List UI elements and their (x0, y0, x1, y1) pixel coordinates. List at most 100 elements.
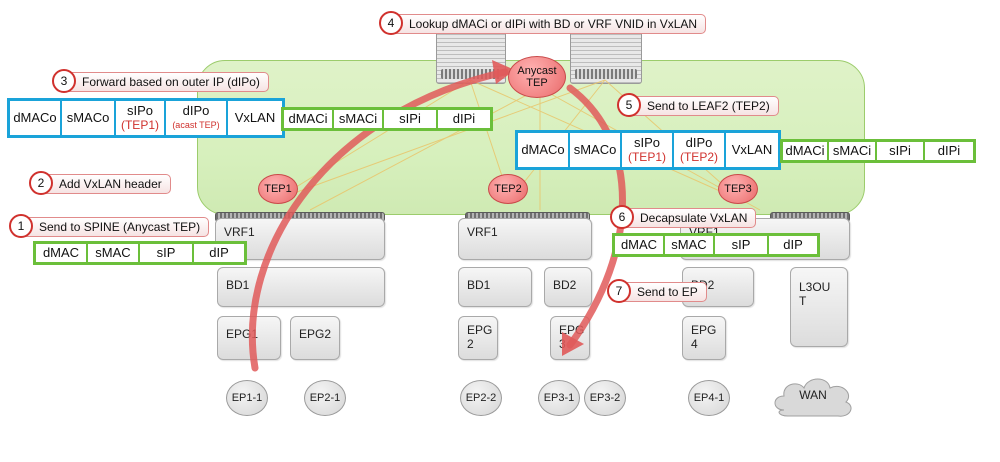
field-sublabel: (TEP2) (679, 150, 718, 164)
anycast-tep: Anycast TEP (508, 56, 566, 98)
leaf3-epg4: EPG 4 (682, 316, 726, 360)
bd-label: BD2 (553, 278, 577, 292)
step-number: 7 (607, 279, 631, 303)
field-vxlan: VxLAN (726, 133, 778, 167)
field-label: dMACi (288, 111, 328, 126)
field-label: dIP (209, 245, 229, 260)
field-label: dMACi (785, 143, 825, 158)
field-sipi: sIPi (877, 142, 925, 160)
endpoint-label: EP2-1 (309, 392, 341, 404)
leaf3-l3out: L3OU T (790, 267, 848, 347)
field-smaci: sMACi (334, 110, 384, 128)
spine-switch-1 (436, 30, 506, 84)
step-number: 3 (52, 69, 76, 93)
step-text: Send to SPINE (Anycast TEP) (39, 220, 201, 234)
field-label: dIP (783, 237, 803, 252)
leaf1-epg2: EPG2 (290, 316, 340, 360)
link-anycast-leaf1 (309, 87, 541, 211)
field-label: sIP (156, 245, 176, 260)
field-dipi: dIPi (438, 110, 490, 128)
field-label: VxLAN (731, 142, 773, 157)
step-text: Decapsulate VxLAN (640, 211, 748, 225)
leaf2-bd2: BD2 (544, 267, 592, 307)
field-label: sIPi (889, 143, 911, 158)
field-label: sIPo (633, 135, 660, 150)
field-sipi: sIPi (384, 110, 438, 128)
tep2: TEP2 (488, 174, 528, 204)
field-label: dIPi (452, 111, 476, 126)
field-label: sIPo (126, 103, 153, 118)
epg-label: EPG2 (299, 327, 332, 341)
original-frame-header: dMAC sMAC sIP dIP (33, 241, 247, 265)
field-dmaci: dMACi (284, 110, 334, 128)
epg-label: EPG 4 (691, 323, 717, 351)
field-vxlan: VxLAN (228, 101, 282, 135)
field-sipo: sIPo(TEP1) (622, 133, 674, 167)
field-dip: dIP (194, 244, 244, 262)
step-number: 6 (610, 205, 634, 229)
tep1: TEP1 (258, 174, 298, 204)
outer-header-step5: dMACo sMACo sIPo(TEP1) dIPo(TEP2) VxLAN (515, 130, 781, 170)
field-dmaci: dMACi (783, 142, 829, 160)
endpoint-label: EP3-1 (543, 392, 575, 404)
step-6: 6 Decapsulate VxLAN (610, 205, 757, 229)
field-label: dMACo (13, 110, 57, 125)
step-number: 1 (9, 214, 33, 238)
step-text: Lookup dMACi or dIPi with BD or VRF VNID… (409, 17, 698, 31)
wan-label: WAN (799, 388, 827, 402)
link-spine1-leaf1 (274, 79, 471, 201)
field-smaci: sMACi (829, 142, 877, 160)
field-dipi: dIPi (925, 142, 973, 160)
field-smaco: sMACo (570, 133, 622, 167)
endpoint-ep1-1: EP1-1 (226, 380, 268, 416)
field-sublabel: (TEP1) (120, 118, 159, 132)
link-spine2-leaf1 (274, 79, 606, 201)
step-1: 1 Send to SPINE (Anycast TEP) (9, 214, 210, 238)
field-dmac: dMAC (615, 236, 665, 254)
field-label: sMACi (338, 111, 378, 126)
field-label: dIPo (685, 135, 713, 150)
arrow-head-down (562, 332, 584, 356)
leaf2-bd1: BD1 (458, 267, 532, 307)
field-dmaco: dMACo (10, 101, 62, 135)
step-5: 5 Send to LEAF2 (TEP2) (617, 93, 779, 117)
step-number: 2 (29, 171, 53, 195)
path-arrow-down (566, 84, 626, 349)
bd-label: BD1 (226, 278, 250, 292)
field-label: dMAC (42, 245, 80, 260)
field-label: sMAC (671, 237, 707, 252)
endpoint-label: EP3-2 (589, 392, 621, 404)
field-smac: sMAC (88, 244, 140, 262)
step-text: Send to LEAF2 (TEP2) (647, 99, 770, 113)
tep-label: TEP1 (264, 183, 292, 195)
field-label: sIP (731, 237, 751, 252)
decap-frame-header: dMAC sMAC sIP dIP (612, 233, 820, 257)
epg-label: EPG 2 (467, 323, 493, 351)
field-label: dIPi (937, 143, 961, 158)
tep3: TEP3 (718, 174, 758, 204)
tep-label: Anycast TEP (517, 65, 557, 89)
bd-label: BD1 (467, 278, 491, 292)
step-text: Add VxLAN header (59, 177, 162, 191)
field-dmac: dMAC (36, 244, 88, 262)
inner-header-step5: dMACi sMACi sIPi dIPi (780, 139, 976, 163)
endpoint-ep3-2: EP3-2 (584, 380, 626, 416)
field-label: sIPi (399, 111, 421, 126)
step-text: Send to EP (637, 285, 698, 299)
step-2: 2 Add VxLAN header (29, 171, 171, 195)
step-number: 5 (617, 93, 641, 117)
field-dipo: dIPo(acast TEP) (166, 101, 228, 135)
endpoint-label: EP1-1 (231, 392, 263, 404)
arrow-head-up (492, 60, 515, 84)
inner-header-step3: dMACi sMACi sIPi dIPi (281, 107, 493, 131)
vrf-label: VRF1 (224, 225, 255, 239)
field-label: dMAC (620, 237, 658, 252)
leaf2-epg2: EPG 2 (458, 316, 498, 360)
field-smaco: sMACo (62, 101, 116, 135)
endpoint-ep2-2: EP2-2 (460, 380, 502, 416)
step-7: 7 Send to EP (607, 279, 707, 303)
l3out-label: L3OU T (799, 280, 831, 308)
field-dipo: dIPo(TEP2) (674, 133, 726, 167)
